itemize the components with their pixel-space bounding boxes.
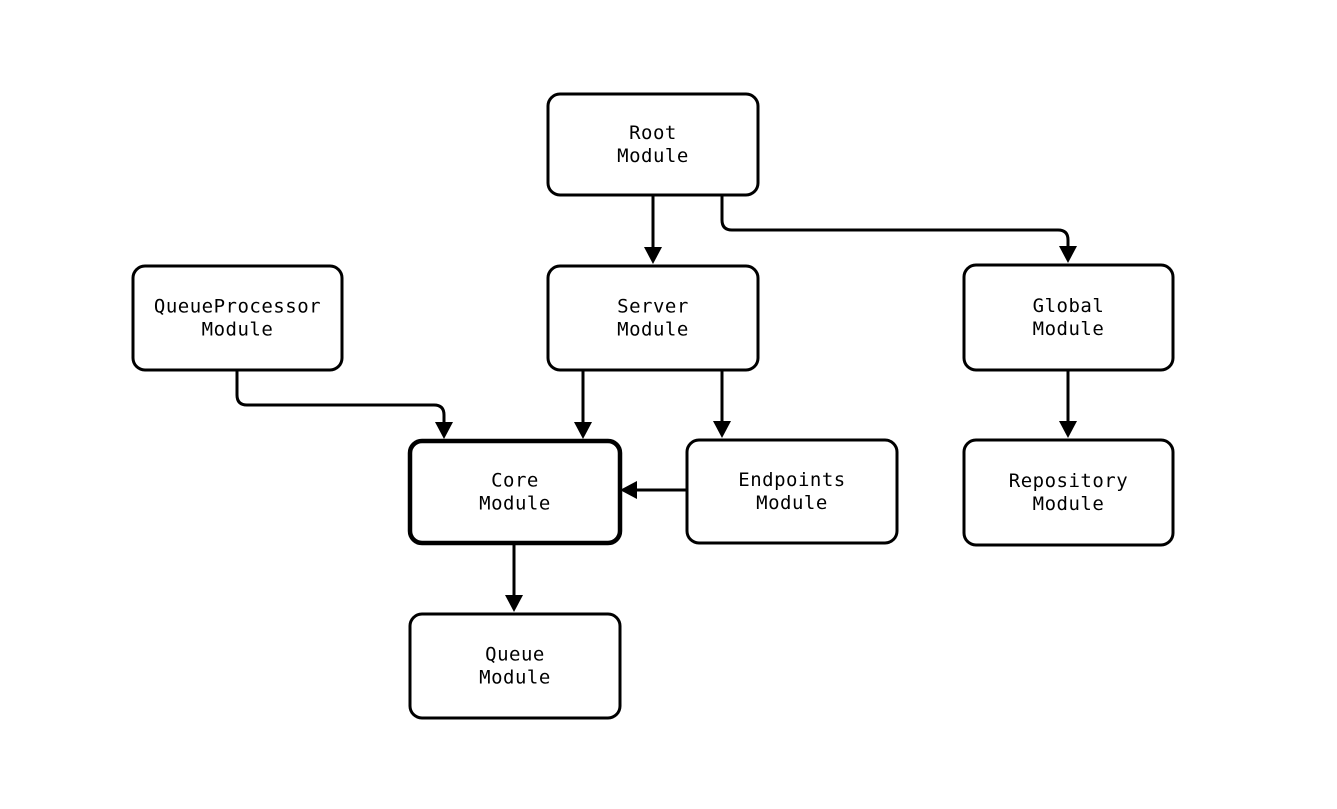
node-label-line2: Module bbox=[202, 319, 274, 341]
edge-root-to-server bbox=[644, 195, 662, 264]
arrowhead-icon bbox=[1059, 421, 1077, 438]
node-box[interactable] bbox=[546, 92, 760, 197]
arrowhead-icon bbox=[1059, 246, 1077, 263]
arrowhead-icon bbox=[505, 595, 523, 612]
node-label-line1: Core bbox=[491, 470, 539, 492]
node-box[interactable] bbox=[546, 264, 760, 372]
node-box[interactable] bbox=[407, 438, 623, 546]
node-label-line2: Module bbox=[479, 493, 551, 515]
arrowhead-icon bbox=[713, 421, 731, 438]
node-box[interactable] bbox=[685, 438, 899, 545]
node-label-line1: Repository bbox=[1009, 470, 1128, 492]
node-label-line2: Module bbox=[617, 319, 689, 341]
node-label-line2: Module bbox=[617, 145, 689, 167]
edge-root-to-global bbox=[720, 195, 1077, 263]
arrowhead-icon bbox=[435, 422, 453, 439]
arrowhead-icon bbox=[620, 481, 637, 499]
edge-queueprocessor-to-core bbox=[235, 370, 453, 439]
arrowhead-icon bbox=[644, 247, 662, 264]
nodes-layer: RootModuleQueueProcessorModuleServerModu… bbox=[131, 92, 1175, 720]
node-label-line2: Module bbox=[756, 492, 828, 514]
node-label-line1: Global bbox=[1033, 295, 1105, 317]
edge-server-to-endpoints bbox=[713, 370, 731, 438]
node-box[interactable] bbox=[962, 438, 1175, 547]
node-box[interactable] bbox=[408, 612, 622, 720]
edge-core-to-queue bbox=[505, 543, 523, 612]
node-label-line2: Module bbox=[1033, 493, 1105, 515]
edges-layer bbox=[235, 195, 1077, 612]
node-box[interactable] bbox=[131, 264, 344, 372]
node-label-line2: Module bbox=[479, 667, 551, 689]
node-box[interactable] bbox=[962, 263, 1175, 372]
edge-global-to-repository bbox=[1059, 370, 1077, 438]
node-label-line1: Server bbox=[617, 296, 689, 318]
node-label-line2: Module bbox=[1033, 318, 1105, 340]
edge-server-to-core bbox=[574, 370, 592, 439]
node-label-line1: QueueProcessor bbox=[154, 296, 321, 318]
edge-endpoints-to-core bbox=[620, 481, 687, 499]
node-label-line1: Endpoints bbox=[738, 469, 845, 491]
edge-line bbox=[235, 370, 446, 427]
node-label-line1: Root bbox=[629, 122, 677, 144]
node-label-line1: Queue bbox=[485, 644, 545, 666]
arrowhead-icon bbox=[574, 422, 592, 439]
edge-line bbox=[720, 195, 1070, 251]
